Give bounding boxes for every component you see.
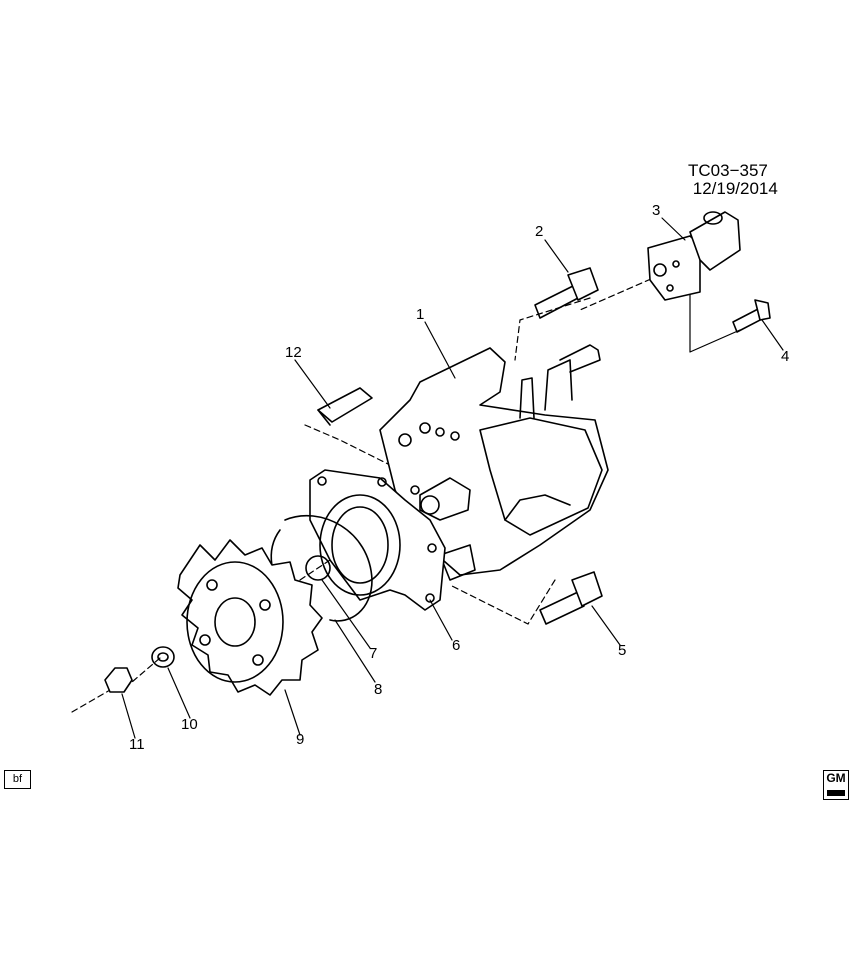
front-housing <box>309 469 446 611</box>
callout-1: 1 <box>416 306 425 323</box>
callout-8: 8 <box>374 681 383 698</box>
dowel-pin <box>317 387 373 426</box>
callout-4: 4 <box>781 348 790 365</box>
drive-gear <box>177 539 323 696</box>
callout-12: 12 <box>285 344 302 361</box>
reference-code: TC03−357 <box>688 161 768 180</box>
pressure-sensor <box>647 211 741 301</box>
callout-5: 5 <box>618 642 627 659</box>
gm-logo: GM <box>823 770 849 800</box>
pump-body <box>379 344 609 581</box>
screw-small <box>732 299 771 333</box>
hex-nut <box>104 667 133 693</box>
logo-text: GM <box>826 771 846 785</box>
callout-10: 10 <box>181 716 198 733</box>
bolt-lower <box>539 571 603 625</box>
illustrator-tag: bf <box>4 770 31 789</box>
callout-9: 9 <box>296 731 305 748</box>
o-ring-small <box>305 555 331 581</box>
callout-2: 2 <box>535 223 544 240</box>
reference-date: 12/19/2014 <box>692 179 778 198</box>
illustration-reference: TC03−357 12/19/2014 <box>688 162 851 198</box>
callout-6: 6 <box>452 637 461 654</box>
logo-bar <box>827 790 845 796</box>
callout-3: 3 <box>652 202 661 219</box>
callout-11: 11 <box>129 736 145 753</box>
callout-pointers <box>121 217 784 739</box>
bolt-upper <box>534 267 599 319</box>
callout-7: 7 <box>369 645 378 662</box>
washer <box>151 646 175 668</box>
